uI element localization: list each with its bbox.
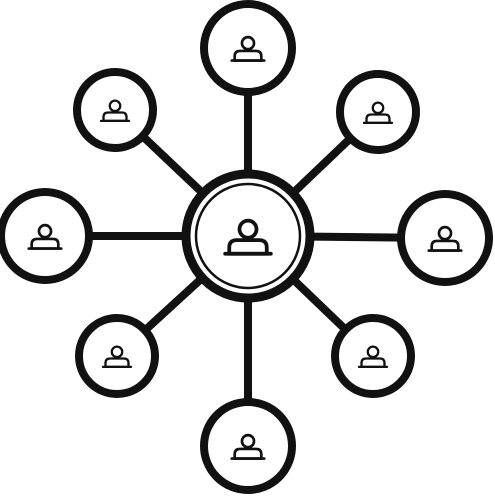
hub-inner-ring (194, 182, 302, 290)
person-node (397, 190, 493, 286)
person-node (200, 398, 296, 494)
person-icon (230, 433, 266, 460)
person-node (200, 0, 296, 96)
person-icon (427, 225, 463, 252)
person-node (0, 188, 93, 284)
person-icon (101, 345, 133, 369)
person-node (336, 70, 420, 154)
person-node (73, 68, 157, 152)
person-icon (362, 101, 394, 125)
stock-image-id: 1852778954 (0, 331, 2, 400)
person-icon (27, 223, 63, 250)
person-icon (357, 345, 389, 369)
person-node (331, 314, 415, 398)
central-hub-node (181, 169, 315, 303)
person-icon (230, 35, 266, 62)
person-node (75, 314, 159, 398)
person-icon (99, 99, 131, 123)
hub-person-icon (223, 218, 273, 256)
